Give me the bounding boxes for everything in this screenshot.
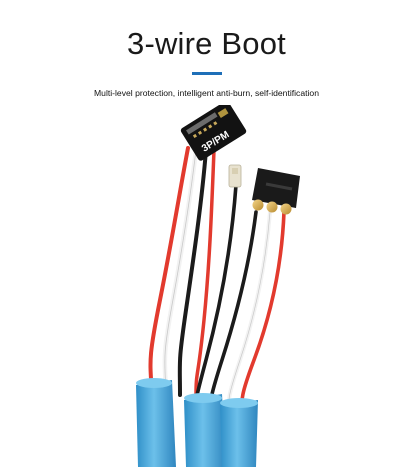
page-subtitle: Multi-level protection, intelligent anti… — [94, 88, 319, 98]
page-title: 3-wire Boot — [127, 26, 286, 61]
right-wire-bundle — [193, 183, 286, 412]
wire-clip — [228, 164, 242, 188]
product-photo: 3P/PM — [136, 105, 300, 467]
blue-sleeves — [136, 378, 258, 467]
battery-connector — [252, 168, 300, 215]
title-underline — [192, 72, 222, 75]
left-wire-bundle — [148, 146, 216, 398]
flex-pcb-board: 3P/PM — [180, 105, 247, 161]
